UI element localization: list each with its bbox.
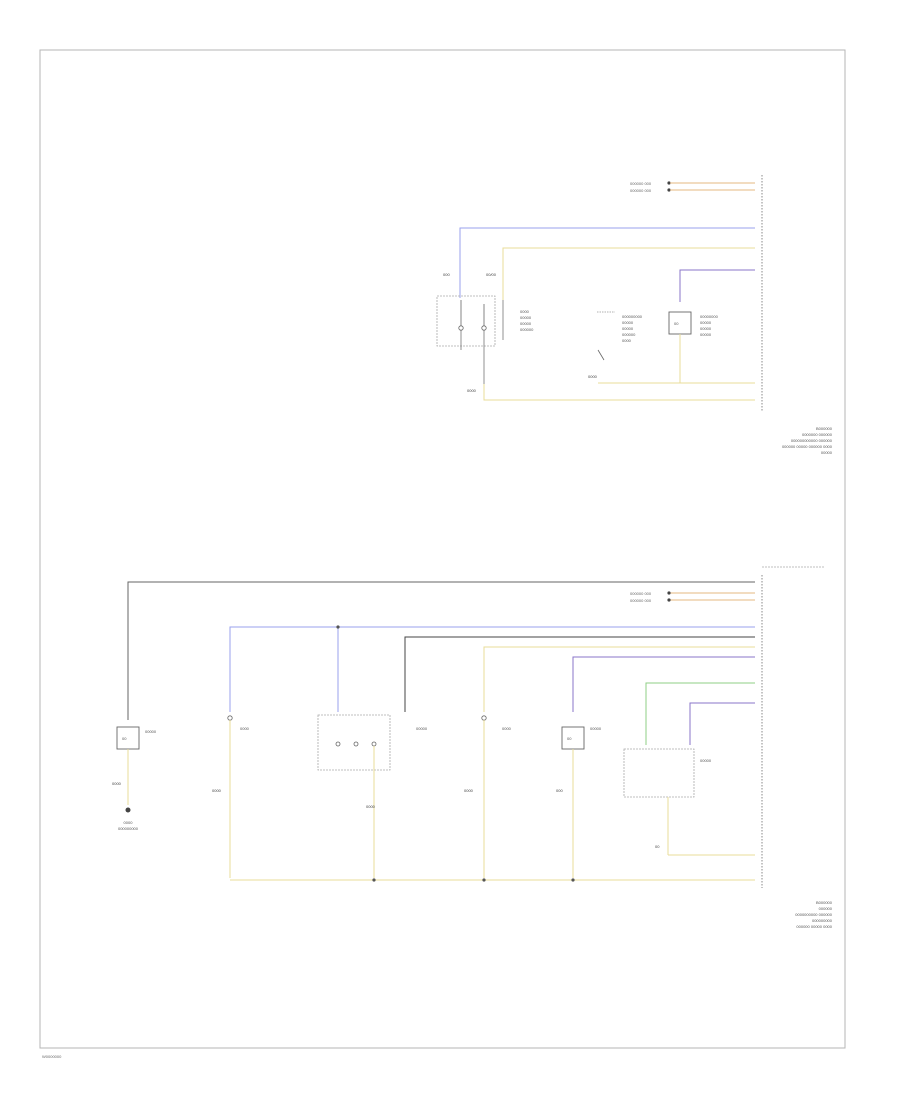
component-3-label: 00000 bbox=[416, 726, 428, 731]
component-2-label: 0000 bbox=[240, 726, 250, 731]
switch-left-label-3: 00000 bbox=[520, 321, 532, 326]
switch-left-label-1: 0000 bbox=[520, 309, 530, 314]
switch-left-label-2: 00000 bbox=[520, 315, 532, 320]
lamp-right-label-1: 00000000 bbox=[700, 314, 719, 319]
bottom-code-0: 0000 bbox=[112, 781, 122, 786]
component-4-label: 0000 bbox=[502, 726, 512, 731]
svg-text:00: 00 bbox=[674, 321, 679, 326]
bottom-connector-label-0: B000000 bbox=[816, 900, 833, 905]
footer-code: W0000000 bbox=[42, 1054, 62, 1059]
bottom-code-4: 000 bbox=[556, 788, 563, 793]
svg-text:00000: 00000 bbox=[622, 326, 634, 331]
svg-text:000000 000: 000000 000 bbox=[630, 188, 652, 193]
bottom-connector-label-3: 000000000 bbox=[812, 918, 833, 923]
component-module-6 bbox=[623, 748, 695, 798]
code-a: 000 bbox=[443, 272, 450, 277]
top-connector-label-4: 00000 bbox=[821, 450, 833, 455]
switch-left bbox=[436, 295, 496, 347]
code-f: 0000 bbox=[467, 388, 477, 393]
switch-left-label-4: 000000 bbox=[520, 327, 534, 332]
lamp-right-label-4: 00000 bbox=[700, 332, 712, 337]
bottom-connector-label-2: 0000000000 000000 bbox=[795, 912, 832, 917]
bottom-code-3: 0000 bbox=[464, 788, 474, 793]
bottom-circuit: 000000 000 000000 000 00 00000 0000 0000… bbox=[112, 566, 833, 929]
bottom-connector-label-4: 000000 00000 0000 bbox=[796, 924, 832, 929]
diagram-border bbox=[39, 49, 846, 1049]
component-lamp-5 bbox=[561, 726, 585, 750]
component-lamp-1 bbox=[116, 726, 140, 750]
bottom-code-5: 00 bbox=[655, 844, 660, 849]
top-connector-label-0: B000000 bbox=[816, 426, 833, 431]
component-switch-3 bbox=[317, 714, 391, 771]
svg-text:000000 000: 000000 000 bbox=[630, 598, 652, 603]
svg-text:000000 000: 000000 000 bbox=[630, 591, 652, 596]
code-g: 0000 bbox=[588, 374, 598, 379]
svg-text:0000: 0000 bbox=[622, 338, 632, 343]
bottom-code-1: 0000 bbox=[212, 788, 222, 793]
bottom-connector-label-1: 000000 bbox=[819, 906, 833, 911]
svg-text:000000: 000000 bbox=[622, 332, 636, 337]
bottom-code-2: 0000 bbox=[366, 804, 376, 809]
top-connector-label-2: 000000000000 000000 bbox=[791, 438, 833, 443]
svg-text:000000000: 000000000 bbox=[118, 826, 139, 831]
top-connector-label-3: 000000 00000 000000 0000 bbox=[782, 444, 833, 449]
lamp-right-label-2: 00000 bbox=[700, 320, 712, 325]
component-5-label: 00000 bbox=[590, 726, 602, 731]
svg-text:0000: 0000 bbox=[124, 820, 134, 825]
code-b: 00/00 bbox=[486, 272, 497, 277]
svg-text:000000000: 000000000 bbox=[622, 314, 643, 319]
lamp-right-label-3: 00000 bbox=[700, 326, 712, 331]
lamp-right bbox=[668, 311, 692, 335]
svg-text:000000 000: 000000 000 bbox=[630, 181, 652, 186]
svg-text:00: 00 bbox=[567, 736, 572, 741]
top-connector-label-1: 0000000 000000 bbox=[802, 432, 833, 437]
component-1-label: 00000 bbox=[145, 729, 157, 734]
top-circuit: 000000 000 000000 000 0000 00000 00000 0… bbox=[436, 175, 833, 455]
component-6-label: 00000 bbox=[700, 758, 712, 763]
svg-text:00: 00 bbox=[122, 736, 127, 741]
svg-text:00000: 00000 bbox=[622, 320, 634, 325]
